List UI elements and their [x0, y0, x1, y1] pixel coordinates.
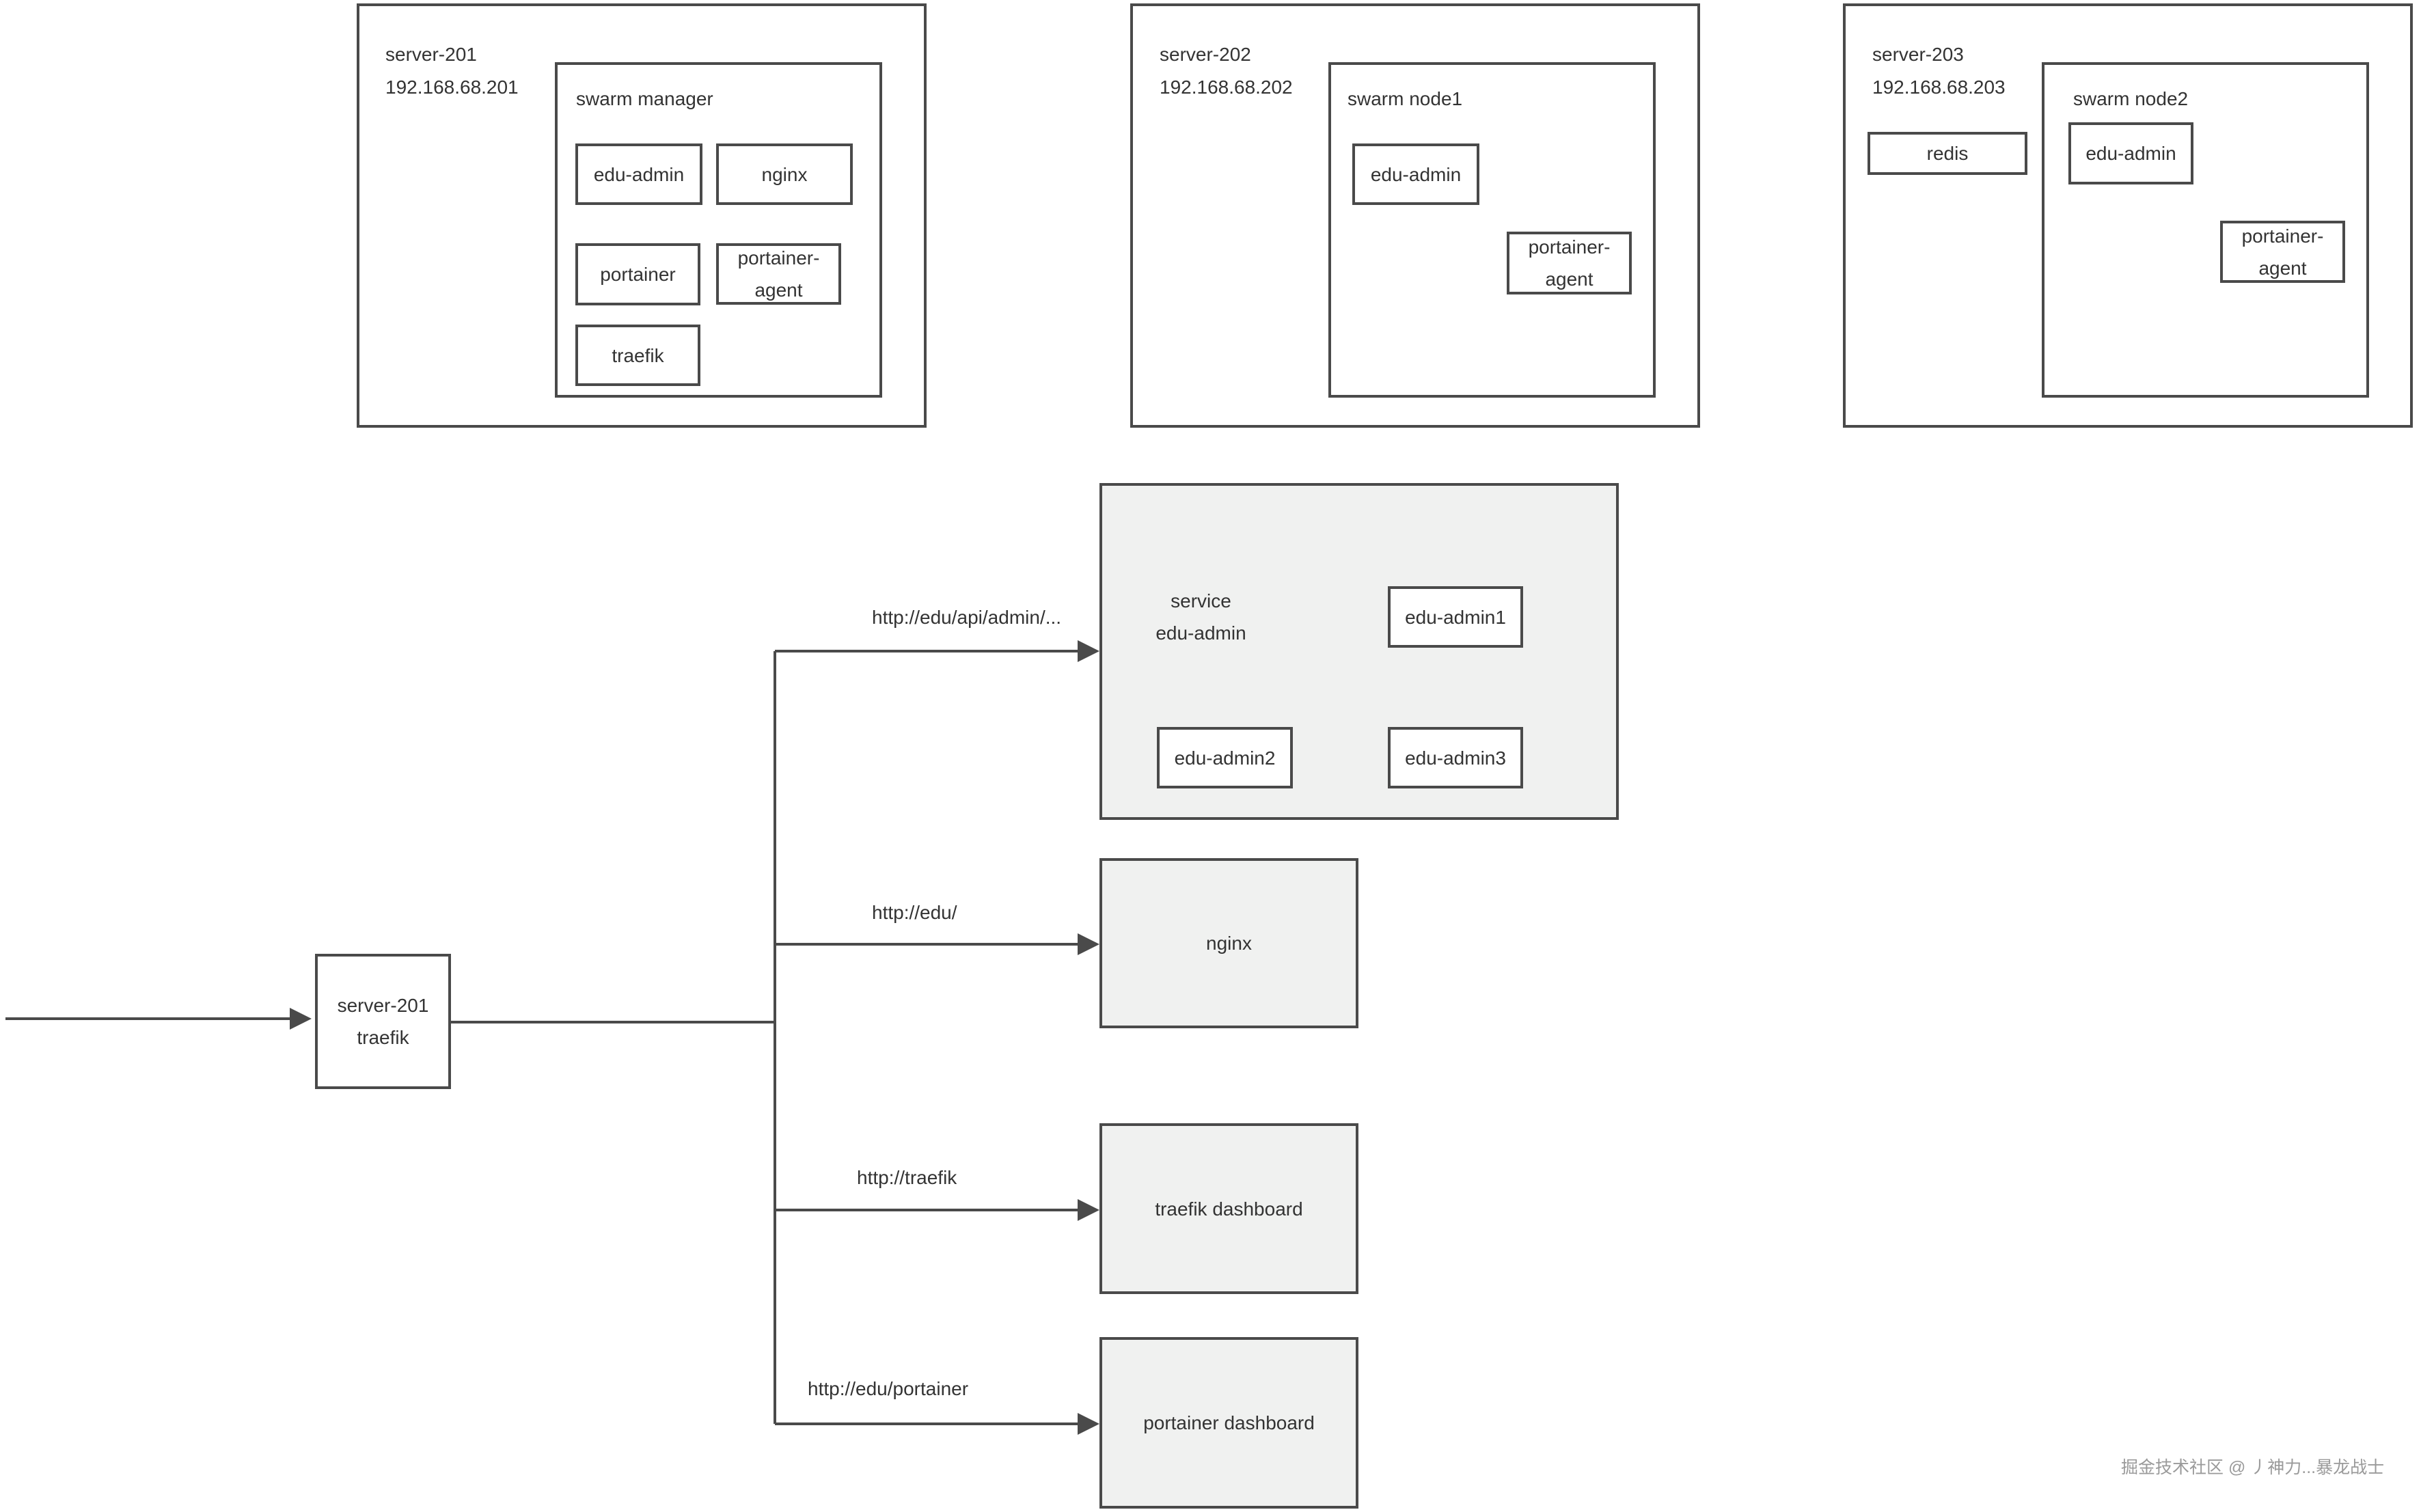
swarm-node1-label: swarm node1 — [1348, 88, 1463, 109]
server-201-ip: 192.168.68.201 — [385, 77, 519, 98]
watermark: 掘金技术社区 @ 丿神力...暴龙战士 — [2121, 1458, 2385, 1477]
server-201-name: server-201 — [385, 44, 477, 65]
container-portainer-agent: portainer- agent — [2220, 221, 2345, 283]
route-label-edu-admin: http://edu/api/admin/... — [872, 607, 1062, 628]
container-portainer-agent: portainer- agent — [716, 243, 841, 305]
swarm-manager-label: swarm manager — [576, 88, 713, 109]
target-portainer-dashboard-box: portainer dashboard — [1099, 1337, 1358, 1509]
swarm-node1-box — [1328, 62, 1656, 398]
container-portainer: portainer — [575, 243, 700, 305]
route-label-nginx: http://edu/ — [872, 902, 957, 923]
gateway-traefik-box: server-201 traefik — [315, 954, 451, 1089]
container-edu-admin: edu-admin — [2068, 122, 2193, 184]
container-edu-admin: edu-admin — [575, 143, 702, 205]
instance-edu-admin3: edu-admin3 — [1388, 727, 1523, 788]
route-label-traefik: http://traefik — [857, 1167, 957, 1188]
service-edu-admin-label: service edu-admin — [1155, 590, 1246, 644]
server-203-ip: 192.168.68.203 — [1872, 77, 2006, 98]
container-redis: redis — [1868, 132, 2027, 175]
target-traefik-dashboard-box: traefik dashboard — [1099, 1123, 1358, 1294]
instance-edu-admin2: edu-admin2 — [1157, 727, 1293, 788]
container-nginx: nginx — [716, 143, 853, 205]
container-traefik: traefik — [575, 325, 700, 386]
server-203-name: server-203 — [1872, 44, 1964, 65]
swarm-node2-label: swarm node2 — [2073, 88, 2189, 109]
container-portainer-agent: portainer- agent — [1507, 232, 1632, 294]
instance-edu-admin1: edu-admin1 — [1388, 586, 1523, 648]
container-edu-admin: edu-admin — [1352, 143, 1479, 205]
route-label-portainer: http://edu/portainer — [808, 1378, 969, 1399]
server-202-name: server-202 — [1160, 44, 1251, 65]
server-202-ip: 192.168.68.202 — [1160, 77, 1293, 98]
target-nginx-box: nginx — [1099, 858, 1358, 1028]
